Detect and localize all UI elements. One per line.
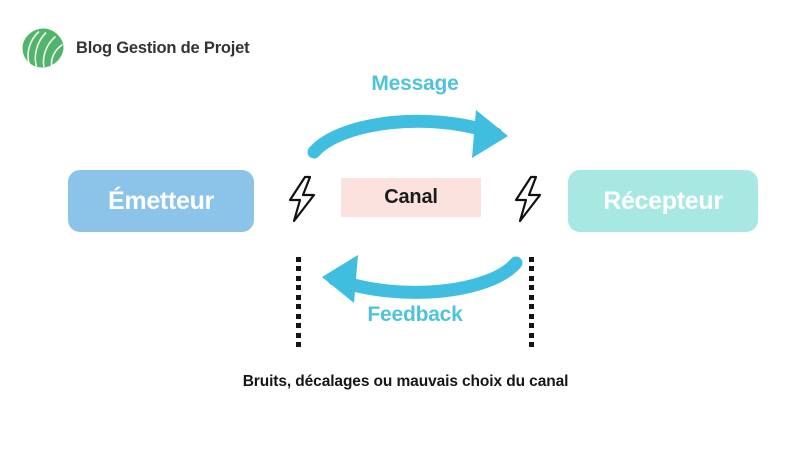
flow-label-message: Message bbox=[371, 72, 459, 95]
node-channel-label: Canal bbox=[384, 186, 438, 208]
feedback-arrow-icon bbox=[322, 255, 523, 303]
diagram-caption: Bruits, décalages ou mauvais choix du ca… bbox=[242, 373, 569, 390]
dot bbox=[296, 313, 301, 319]
node-channel[interactable]: Canal bbox=[341, 178, 481, 217]
dot bbox=[296, 323, 301, 329]
dot bbox=[296, 266, 301, 272]
lightning-bolt-icon bbox=[288, 175, 316, 223]
dot bbox=[529, 275, 534, 281]
flow-label-feedback: Feedback bbox=[367, 303, 463, 326]
dot bbox=[529, 257, 534, 262]
dot bbox=[296, 257, 301, 262]
dot bbox=[296, 341, 301, 347]
dot bbox=[529, 285, 534, 291]
node-emitter[interactable]: Émetteur bbox=[68, 170, 254, 232]
message-arrow-icon bbox=[307, 110, 508, 159]
node-receiver[interactable]: Récepteur bbox=[568, 170, 758, 232]
node-receiver-label: Récepteur bbox=[603, 186, 723, 215]
dotted-separator-left bbox=[295, 257, 302, 347]
node-emitter-label: Émetteur bbox=[108, 186, 214, 215]
dot bbox=[296, 304, 301, 310]
dot bbox=[296, 275, 301, 281]
dot bbox=[296, 294, 301, 300]
lightning-bolt-icon bbox=[514, 175, 542, 223]
dot bbox=[296, 285, 301, 291]
dot bbox=[529, 266, 534, 272]
dot bbox=[296, 332, 301, 338]
dot bbox=[529, 323, 534, 329]
dot bbox=[529, 332, 534, 338]
brand-logo: Blog Gestion de Projet bbox=[20, 26, 250, 70]
dotted-separator-right bbox=[528, 257, 535, 347]
dot bbox=[529, 341, 534, 347]
dot bbox=[529, 313, 534, 319]
green-leaf-logo-icon bbox=[22, 28, 64, 68]
brand-name: Blog Gestion de Projet bbox=[76, 38, 250, 57]
dot bbox=[529, 304, 534, 310]
dot bbox=[529, 294, 534, 300]
